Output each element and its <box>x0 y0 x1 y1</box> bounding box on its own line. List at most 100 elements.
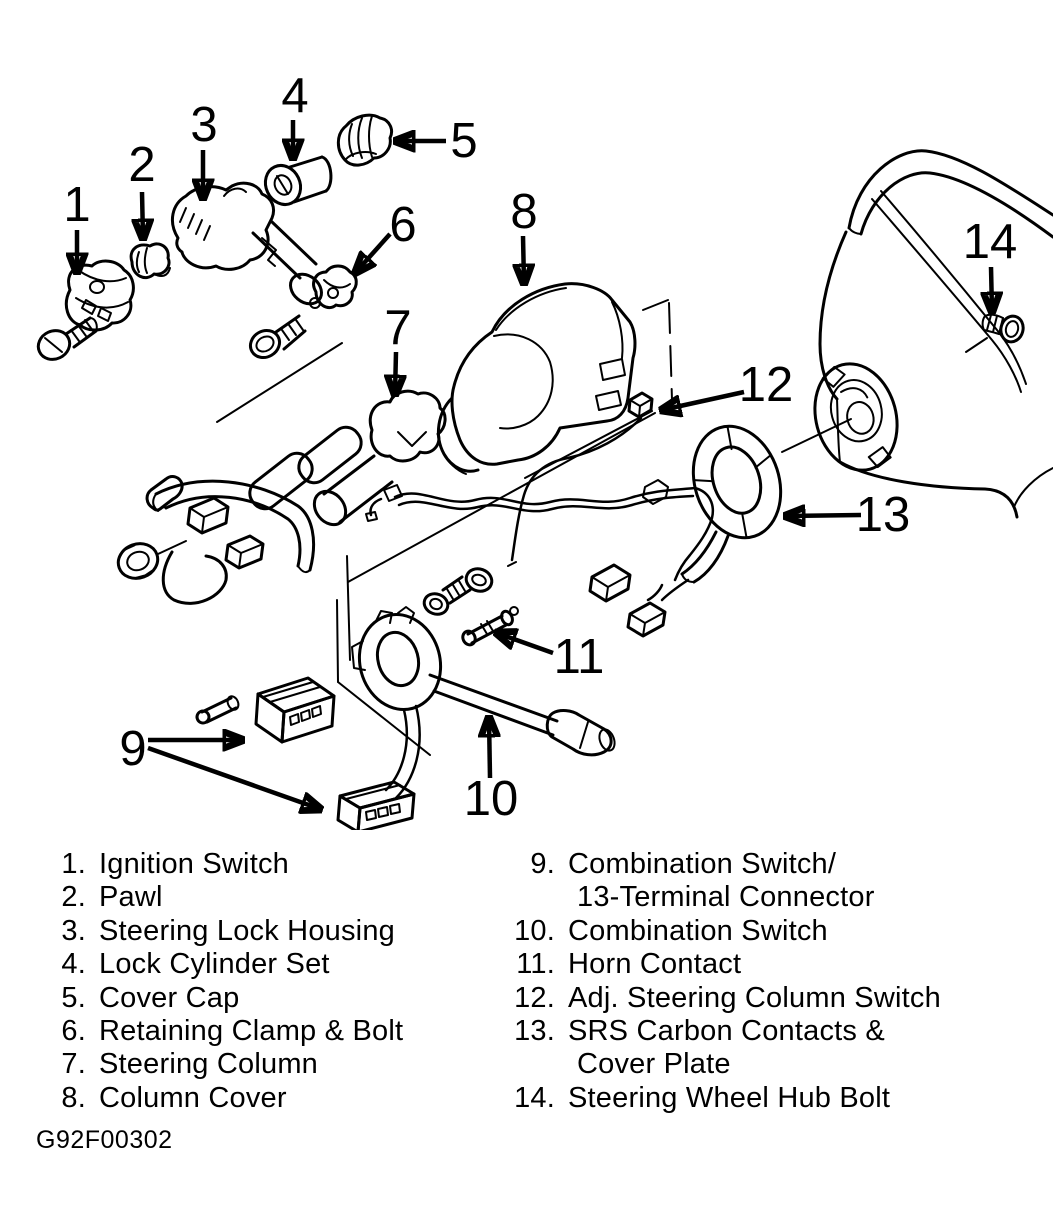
callout-label: 8 <box>510 185 537 239</box>
callout-label: 7 <box>384 301 411 355</box>
callout-3: 3 <box>190 98 218 198</box>
callout-label: 12 <box>739 358 794 412</box>
legend-label: Column Cover <box>99 1081 287 1114</box>
legend-num: 14. <box>514 1081 555 1114</box>
part-steering-wheel-hub <box>781 362 899 472</box>
part-horn-contact <box>461 606 519 647</box>
legend-column-right: 9. Combination Switch/13-Terminal Connect… <box>469 848 941 1115</box>
callout-9: 9 <box>119 722 320 809</box>
callout-10: 10 <box>464 718 519 826</box>
legend-item-6: 6. Retaining Clamp & Bolt <box>0 1015 403 1048</box>
legend-item-13: 13. SRS Carbon Contacts &Cover Plate <box>469 1015 941 1082</box>
legend-label: Steering Column <box>99 1048 318 1081</box>
figure-code: G92F00302 <box>36 1126 173 1154</box>
callout-11: 11 <box>497 630 604 684</box>
legend-label: Retaining Clamp & Bolt <box>99 1015 404 1048</box>
callout-label: 4 <box>281 69 308 123</box>
legend-item-3: 3. Steering Lock Housing <box>0 915 403 948</box>
part-lock-cylinder <box>263 155 333 206</box>
legend-num: 2. <box>61 881 86 914</box>
callout-label: 1 <box>63 178 90 232</box>
part-adj-column-switch <box>507 391 654 567</box>
legend-label: Adj. Steering Column Switch <box>568 981 941 1014</box>
part-ignition-screw <box>36 316 98 361</box>
callout-label: 2 <box>128 138 155 192</box>
legend-item-1: 1. Ignition Switch <box>0 848 403 881</box>
part-column-cover <box>450 282 637 466</box>
callout-12: 12 <box>662 358 793 412</box>
legend-num: 4. <box>61 948 86 981</box>
part-combination-switch <box>351 606 616 800</box>
callout-label: 14 <box>963 215 1018 269</box>
callout-label: 10 <box>464 772 519 826</box>
part-cover-cap <box>336 113 394 167</box>
legend-num: 8. <box>61 1081 86 1114</box>
legend-label: Steering Wheel Hub Bolt <box>568 1081 891 1114</box>
legend-column-left: 1. Ignition Switch 2. Pawl 3. Steering Lock… <box>0 848 403 1115</box>
part-srs-carbon-contacts <box>660 424 783 602</box>
legend-label: Cover Cap <box>99 981 240 1014</box>
legend-label: Horn Contact <box>568 948 742 981</box>
exploded-diagram: 1 2 3 4 5 6 7 8 <box>36 69 1053 830</box>
callout-label: 3 <box>190 98 217 152</box>
legend-item-8: 8. Column Cover <box>0 1082 403 1115</box>
callout-label: 6 <box>389 198 416 252</box>
legend-label: Combination Switch <box>568 914 828 947</box>
part-wheel-hub-nut <box>116 542 160 580</box>
callout-8: 8 <box>510 185 538 283</box>
legend-label: SRS Carbon Contacts & <box>568 1015 885 1048</box>
callout-13: 13 <box>786 488 910 542</box>
legend-item-2: 2. Pawl <box>0 881 403 914</box>
legend-item-4: 4. Lock Cylinder Set <box>0 948 403 981</box>
part-terminal-connector-pin <box>195 695 240 725</box>
legend-item-14: 14. Steering Wheel Hub Bolt <box>469 1082 941 1115</box>
legend-label: Ignition Switch <box>99 848 289 880</box>
callout-label: 11 <box>554 630 605 684</box>
legend-item-9: 9. Combination Switch/13-Terminal Connect… <box>469 848 941 915</box>
legend-num: 1. <box>61 848 86 880</box>
legend-item-5: 5. Cover Cap <box>0 982 403 1015</box>
legend-num: 12. <box>514 981 555 1014</box>
legend-num: 6. <box>61 1015 86 1048</box>
legend-num: 13. <box>514 1015 555 1048</box>
legend-item-11: 11. Horn Contact <box>469 948 941 981</box>
part-terminal-connector-upper <box>254 676 336 744</box>
callout-6: 6 <box>356 198 417 272</box>
legend-item-12: 12. Adj. Steering Column Switch <box>469 982 941 1015</box>
part-hub-bolt <box>965 313 1025 353</box>
part-steering-wheel-left <box>145 475 316 605</box>
legend-item-7: 7. Steering Column <box>0 1048 403 1081</box>
callout-14: 14 <box>963 215 1018 311</box>
part-under-cover <box>437 396 480 475</box>
legend-num: 7. <box>61 1048 86 1081</box>
legend-label: Lock Cylinder Set <box>99 948 330 981</box>
legend-num: 9. <box>530 848 555 880</box>
legend-num: 10. <box>514 914 555 947</box>
part-steering-lock-housing <box>170 181 323 309</box>
part-wiring-harness <box>365 479 714 582</box>
legend-item-10: 10. Combination Switch <box>469 915 941 948</box>
part-switch-bolt <box>441 567 494 605</box>
legend-label-wrap: Cover Plate <box>577 1048 731 1081</box>
part-clamp-bolt <box>248 314 307 360</box>
callout-1: 1 <box>63 178 91 272</box>
legend-num: 3. <box>61 914 86 947</box>
legend-num: 11. <box>516 948 555 981</box>
part-retaining-clamp <box>312 264 358 310</box>
callout-label: 5 <box>450 114 477 168</box>
part-switch-washer <box>422 592 450 616</box>
part-pawl <box>129 242 171 279</box>
part-srs-connectors <box>588 563 667 638</box>
callout-5: 5 <box>396 114 478 168</box>
callout-label: 9 <box>119 722 146 776</box>
legend-label-wrap: 13-Terminal Connector <box>577 881 875 914</box>
callout-4: 4 <box>281 69 309 158</box>
legend-num: 5. <box>61 981 86 1014</box>
legend-label: Combination Switch/ <box>568 848 837 880</box>
legend-label: Pawl <box>99 881 163 914</box>
callout-7: 7 <box>384 301 412 394</box>
legend-label: Steering Lock Housing <box>99 914 395 947</box>
callout-label: 13 <box>856 488 911 542</box>
part-steering-wheel-right <box>818 149 1053 519</box>
